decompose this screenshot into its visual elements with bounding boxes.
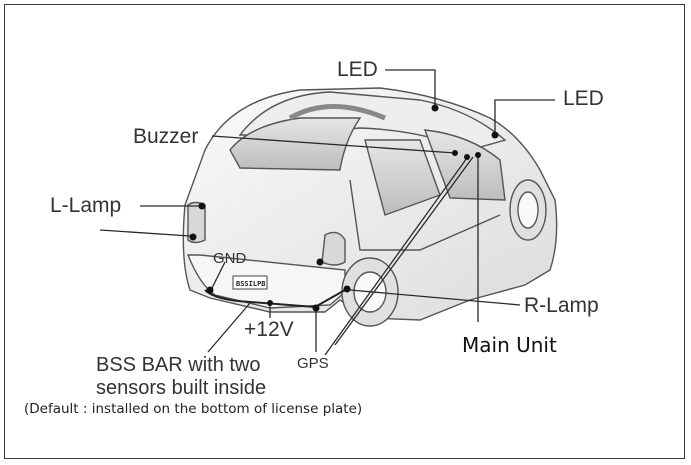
main-unit-label: Main Unit — [462, 333, 557, 357]
default-install-note: (Default : installed on the bottom of li… — [24, 401, 363, 417]
main-unit-leader-b — [324, 157, 468, 356]
led-top-label: LED — [337, 58, 378, 81]
v12-dot — [267, 300, 273, 306]
main-unit-dot-1 — [464, 154, 470, 160]
buzzer-label: Buzzer — [133, 125, 199, 148]
side-window-front — [423, 129, 506, 201]
r-lamp-label: R-Lamp — [524, 294, 599, 317]
gnd-leader — [211, 261, 226, 289]
r-lamp-leader — [349, 289, 521, 306]
led-right-dot — [491, 131, 499, 139]
led-top-dot — [431, 104, 439, 112]
right-tail-lamp — [321, 231, 346, 266]
bss-bar-label-line2: sensors built inside — [96, 377, 267, 399]
main-unit-leader-c — [334, 156, 474, 346]
bss-bar-leader — [207, 302, 251, 353]
led-right-label: LED — [563, 87, 604, 110]
main-unit-dot-2 — [475, 152, 481, 158]
gps-label: GPS — [297, 355, 329, 372]
led-right-leader — [494, 99, 555, 135]
buzzer-leader — [211, 135, 456, 154]
car-illustration — [182, 87, 558, 327]
l-lamp-dot-2 — [189, 233, 197, 241]
l-lamp-dot-1 — [198, 202, 206, 210]
r-lamp-dot-2 — [343, 285, 351, 293]
l-lamp-label: L-Lamp — [50, 194, 122, 217]
gnd-dot — [206, 286, 214, 294]
gnd-label: GND — [213, 250, 247, 267]
l-lamp-leader-2 — [99, 229, 191, 237]
gps-dot — [312, 304, 320, 312]
license-plate-text: BSSILPB — [236, 280, 266, 288]
connection-dots — [189, 104, 499, 312]
license-plate: BSSILPB — [232, 275, 268, 290]
left-tail-lamp — [187, 201, 206, 244]
bss-bar-label-line1: BSS BAR with two — [96, 354, 261, 376]
buzzer-dot — [452, 150, 458, 156]
r-lamp-dot-1 — [316, 258, 324, 266]
v12-label: +12V — [244, 318, 294, 341]
led-top-leader — [385, 69, 436, 108]
leader-lines — [99, 69, 555, 356]
rear-window — [229, 117, 362, 171]
